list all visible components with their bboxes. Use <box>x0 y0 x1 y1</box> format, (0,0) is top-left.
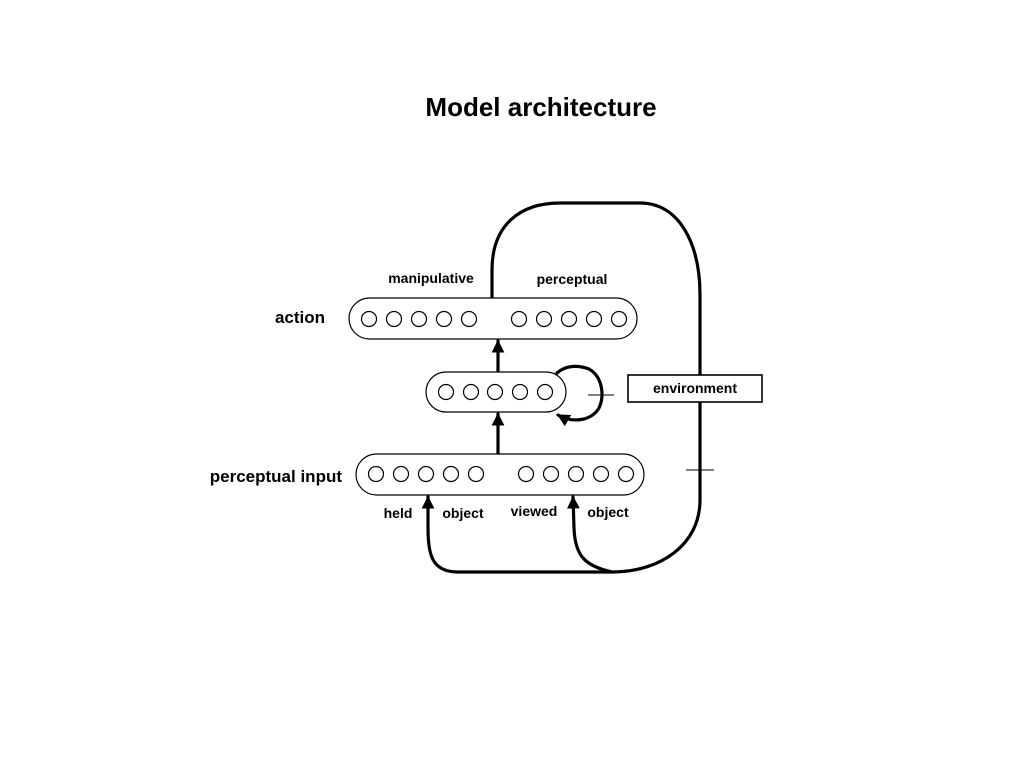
diagram-title: Model architecture <box>425 92 656 122</box>
perceptual-input-layer-label: perceptual input <box>210 467 343 486</box>
unit <box>435 310 453 328</box>
held-object-label: object <box>442 505 484 521</box>
unit <box>385 310 403 328</box>
action-layer-label: action <box>275 308 325 327</box>
unit <box>360 310 378 328</box>
viewed-object-label: object <box>587 504 629 520</box>
unit <box>567 465 585 483</box>
held-object-units <box>367 465 485 483</box>
unit <box>536 383 554 401</box>
unit <box>517 465 535 483</box>
unit <box>462 383 480 401</box>
unit <box>460 310 478 328</box>
action-layer <box>348 297 638 340</box>
unit <box>442 465 460 483</box>
unit <box>467 465 485 483</box>
unit <box>535 310 553 328</box>
manipulative-group-label: manipulative <box>388 270 474 286</box>
viewed-object-units <box>517 465 635 483</box>
unit <box>542 465 560 483</box>
unit <box>610 310 628 328</box>
action-perceptual-units <box>510 310 628 328</box>
unit <box>486 383 504 401</box>
environment-label: environment <box>653 380 737 396</box>
unit <box>437 383 455 401</box>
unit <box>592 465 610 483</box>
environment-box: environment <box>627 374 763 403</box>
environment-loop <box>490 201 702 574</box>
unit <box>392 465 410 483</box>
held-label: held <box>384 505 413 521</box>
feedback-to-viewed-object <box>566 495 614 574</box>
unit <box>511 383 529 401</box>
unit <box>417 465 435 483</box>
unit <box>585 310 603 328</box>
action-manipulative-units <box>360 310 478 328</box>
perceptual-group-label: perceptual <box>537 271 608 287</box>
unit <box>510 310 528 328</box>
unit <box>617 465 635 483</box>
action-layer-pill <box>348 297 638 340</box>
perceptual-input-layer-pill <box>355 453 645 496</box>
unit <box>410 310 428 328</box>
unit <box>367 465 385 483</box>
recurrent-loop-arrow <box>555 364 604 427</box>
unit <box>560 310 578 328</box>
viewed-label: viewed <box>511 503 558 519</box>
feedback-to-held-object <box>421 495 614 574</box>
hidden-layer <box>425 371 567 413</box>
perceptual-input-layer <box>355 453 645 496</box>
